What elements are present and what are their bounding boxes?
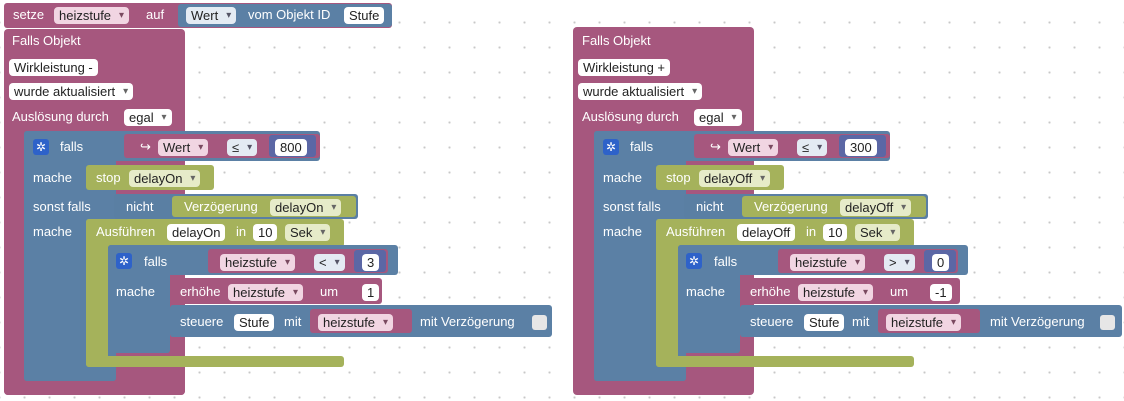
verzoegerung-label: Verzögerung: [184, 199, 258, 214]
ausloesung-label: Auslösung durch: [12, 109, 109, 124]
verzoegerung-label: Verzögerung: [754, 199, 828, 214]
timeout-block-left-body: [86, 219, 108, 367]
variable-dropdown[interactable]: heizstufe: [220, 254, 296, 271]
in-label: in: [236, 224, 247, 239]
um-label: um: [890, 284, 909, 299]
operator-dropdown[interactable]: >: [884, 254, 915, 271]
control-object-field[interactable]: Stufe: [804, 314, 845, 331]
sonst-falls-label: sonst falls: [33, 199, 91, 214]
number-field[interactable]: 300: [845, 139, 877, 156]
inner-if-block-right-footer: [678, 340, 740, 353]
ausloesung-dropdown[interactable]: egal: [694, 109, 742, 126]
gear-icon[interactable]: ✲: [603, 139, 619, 155]
control-object-field[interactable]: Stufe: [234, 314, 275, 331]
setze-label: setze: [13, 7, 45, 22]
timeout-name-field[interactable]: delayOn: [167, 224, 226, 241]
verzoegerung-dropdown[interactable]: delayOff: [840, 199, 912, 216]
value-dropdown[interactable]: Wert: [186, 7, 237, 24]
falls-objekt-label: Falls Objekt: [582, 33, 651, 48]
trigger-object-field[interactable]: Wirkleistung +: [578, 59, 670, 76]
ausfuehren-label: Ausführen: [96, 224, 156, 239]
if-block-left-footer: [24, 369, 116, 381]
auf-label: auf: [146, 7, 165, 22]
mache-label: mache: [603, 170, 643, 185]
set-variable-block[interactable]: setze heizstufe auf Wert vom Objekt ID S…: [4, 3, 392, 28]
variable-dropdown[interactable]: heizstufe: [318, 314, 394, 331]
mache-label: mache: [116, 284, 156, 299]
gear-icon[interactable]: ✲: [116, 253, 132, 269]
mache-label: mache: [33, 170, 73, 185]
steuere-label: steuere: [750, 314, 794, 329]
mit-verzoegerung-label: mit Verzögerung: [420, 314, 515, 329]
timeout-value-field[interactable]: 10: [253, 224, 278, 241]
mit-label: mit: [284, 314, 302, 329]
nicht-label: nicht: [696, 199, 724, 214]
trigger-object-field[interactable]: Wirkleistung -: [9, 59, 98, 76]
number-field[interactable]: 0: [932, 254, 950, 271]
trigger-type-dropdown[interactable]: wurde aktualisiert: [578, 83, 703, 100]
ausloesung-label: Auslösung durch: [582, 109, 679, 124]
timeout-block-left-footer: [86, 356, 344, 367]
arrow-icon: ↪: [140, 139, 151, 154]
unit-dropdown[interactable]: Sek: [285, 224, 331, 241]
falls-label: falls: [630, 139, 654, 154]
mache-label: mache: [686, 284, 726, 299]
steuere-label: steuere: [180, 314, 224, 329]
stop-label: stop: [96, 170, 121, 185]
inner-if-block-left-footer: [108, 340, 170, 353]
stop-timeout-dropdown[interactable]: delayOff: [699, 170, 771, 187]
number-field[interactable]: -1: [930, 284, 952, 301]
ausloesung-dropdown[interactable]: egal: [124, 109, 172, 126]
value-dropdown[interactable]: Wert: [158, 139, 209, 156]
arrow-icon: ↪: [710, 139, 721, 154]
if-block-right-footer: [594, 369, 686, 381]
operator-dropdown[interactable]: <: [314, 254, 345, 271]
stop-timeout-dropdown[interactable]: delayOn: [129, 170, 201, 187]
variable-dropdown[interactable]: heizstufe: [798, 284, 874, 301]
number-field[interactable]: 1: [362, 284, 380, 301]
number-field[interactable]: 800: [275, 139, 307, 156]
vom-objekt-label: vom Objekt ID: [248, 7, 331, 22]
variable-dropdown[interactable]: heizstufe: [228, 284, 304, 301]
falls-label: falls: [714, 254, 738, 269]
sonst-falls-label: sonst falls: [603, 199, 661, 214]
delay-checkbox[interactable]: [532, 315, 547, 330]
gear-icon[interactable]: ✲: [33, 139, 49, 155]
in-label: in: [806, 224, 817, 239]
erhoehe-label: erhöhe: [180, 284, 221, 299]
unit-dropdown[interactable]: Sek: [855, 224, 901, 241]
mit-verzoegerung-label: mit Verzögerung: [990, 314, 1085, 329]
variable-dropdown[interactable]: heizstufe: [790, 254, 866, 271]
object-id-field[interactable]: Stufe: [344, 7, 385, 24]
falls-label: falls: [60, 139, 84, 154]
ausfuehren-label: Ausführen: [666, 224, 726, 239]
mache-label: mache: [603, 224, 643, 239]
mit-label: mit: [852, 314, 870, 329]
nicht-label: nicht: [126, 199, 154, 214]
number-field[interactable]: 3: [362, 254, 380, 271]
value-dropdown[interactable]: Wert: [728, 139, 779, 156]
get-value-block[interactable]: Wert vom Objekt ID Stufe: [178, 4, 392, 27]
event-block-left-footer: [4, 383, 185, 395]
timeout-name-field[interactable]: delayOff: [737, 224, 796, 241]
variable-dropdown[interactable]: heizstufe: [886, 314, 962, 331]
mache-label: mache: [33, 224, 73, 239]
operator-dropdown[interactable]: ≤: [797, 139, 828, 156]
variable-dropdown[interactable]: heizstufe: [54, 7, 130, 24]
erhoehe-label: erhöhe: [750, 284, 791, 299]
timeout-block-right-body: [656, 219, 678, 367]
stop-label: stop: [666, 170, 691, 185]
timeout-block-right-footer: [656, 356, 914, 367]
verzoegerung-dropdown[interactable]: delayOn: [270, 199, 342, 216]
falls-label: falls: [144, 254, 168, 269]
falls-objekt-label: Falls Objekt: [12, 33, 81, 48]
trigger-type-dropdown[interactable]: wurde aktualisiert: [9, 83, 134, 100]
delay-checkbox[interactable]: [1100, 315, 1115, 330]
operator-dropdown[interactable]: ≤: [227, 139, 258, 156]
um-label: um: [320, 284, 339, 299]
gear-icon[interactable]: ✲: [686, 253, 702, 269]
timeout-value-field[interactable]: 10: [823, 224, 848, 241]
